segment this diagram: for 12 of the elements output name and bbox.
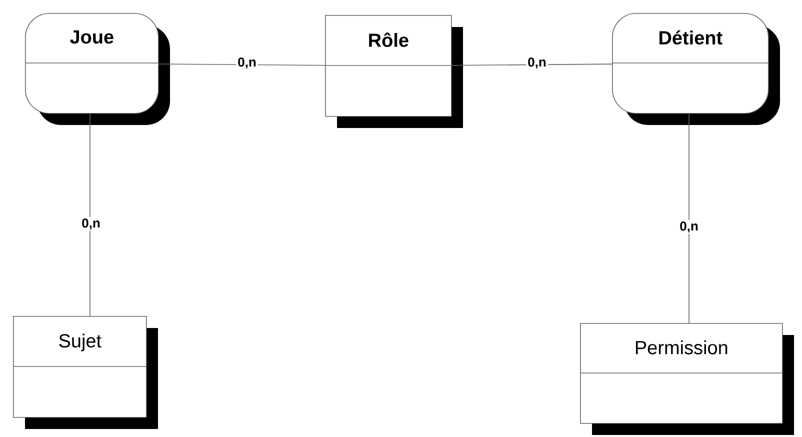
entity-box: Permission bbox=[580, 323, 794, 435]
connector-line bbox=[451, 64, 612, 66]
cardinality-label: 0,n bbox=[678, 220, 700, 234]
connector-line bbox=[158, 64, 326, 66]
cardinality-label: 0,n bbox=[80, 216, 102, 232]
entity-box: Détient bbox=[612, 13, 780, 125]
connector-line bbox=[688, 113, 690, 324]
cardinality-label: 0,n bbox=[236, 56, 258, 70]
entity-box: Joue bbox=[24, 13, 170, 125]
entity-box: Rôle bbox=[324, 15, 463, 128]
cardinality-label: 0,n bbox=[526, 56, 548, 70]
entity-box: Sujet bbox=[12, 316, 158, 429]
